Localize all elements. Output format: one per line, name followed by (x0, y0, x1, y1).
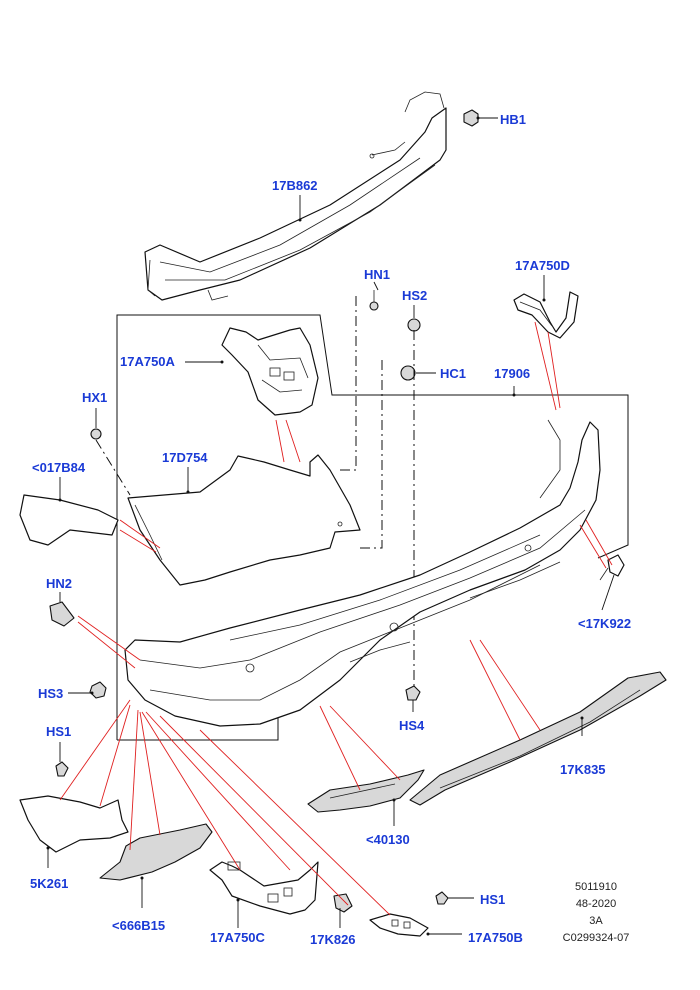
label-hs2: HS2 (402, 288, 427, 303)
ref-line-2: 48-2020 (576, 898, 616, 910)
closing-panel-017b84 (19, 494, 119, 546)
fastener-hs2 (407, 305, 421, 332)
screw-hs1-left (55, 742, 69, 777)
label-17a750a: 17A750A (120, 354, 176, 369)
ref-line-3: 3A (589, 915, 603, 927)
nut-hn2 (49, 592, 75, 627)
trim-strip-17k835 (409, 671, 667, 806)
bracket-17a750a (221, 327, 319, 416)
ref-line-4: C0299324-07 (563, 932, 630, 944)
bolt-hb1 (463, 109, 498, 127)
screw-hs4 (405, 685, 421, 712)
screw-hs3 (89, 681, 107, 699)
label-hs1-right: HS1 (480, 892, 505, 907)
label-hc1: HC1 (440, 366, 466, 381)
reflector-17k922 (599, 554, 625, 581)
screw-hs1-right (435, 891, 474, 905)
part-labels: HB1 17B862 HN1 HS2 17A750D 17A750A HC1 1… (30, 112, 631, 947)
clip-17k826 (333, 893, 353, 913)
label-hx1: HX1 (82, 390, 107, 405)
bracket-17a750b (369, 913, 429, 937)
ref-line-1: 5011910 (575, 881, 617, 893)
label-5k261: 5K261 (30, 876, 68, 891)
clip-hc1 (400, 365, 436, 381)
alignment-lines (95, 296, 415, 700)
splash-shield-5k261 (19, 795, 129, 853)
undertray-666b15 (99, 823, 213, 881)
grille-40130 (307, 769, 425, 813)
reinforcement-beam (144, 91, 447, 301)
rear-bumper-main (124, 419, 601, 727)
label-hn1: HN1 (364, 267, 390, 282)
label-17k826: 17K826 (310, 932, 356, 947)
label-hn2: HN2 (46, 576, 72, 591)
fastener-hn1 (369, 281, 379, 311)
label-17d754: 17D754 (162, 450, 208, 465)
label-hs1-left: HS1 (46, 724, 71, 739)
label-hs3: HS3 (38, 686, 63, 701)
label-17a750c: 17A750C (210, 930, 266, 945)
bumper-cover-inset (127, 454, 361, 586)
red-leaders (59, 321, 613, 916)
fastener-hx1 (90, 408, 102, 440)
black-leaders (46, 195, 615, 936)
label-17b862: 17B862 (272, 178, 318, 193)
label-17a750d: 17A750D (515, 258, 570, 273)
label-17k835: 17K835 (560, 762, 606, 777)
bracket-17a750c (209, 861, 319, 915)
label-hs4: HS4 (399, 718, 425, 733)
label-666b15: <666B15 (112, 918, 165, 933)
label-17k922: <17K922 (578, 616, 631, 631)
label-40130: <40130 (366, 832, 410, 847)
label-hb1: HB1 (500, 112, 526, 127)
assembly-frame (116, 314, 629, 741)
reference-block: 5011910 48-2020 3A C0299324-07 (563, 881, 630, 944)
label-17906: 17906 (494, 366, 530, 381)
bracket-17a750d (513, 291, 579, 339)
label-17a750b: 17A750B (468, 930, 523, 945)
label-017b84: <017B84 (32, 460, 86, 475)
